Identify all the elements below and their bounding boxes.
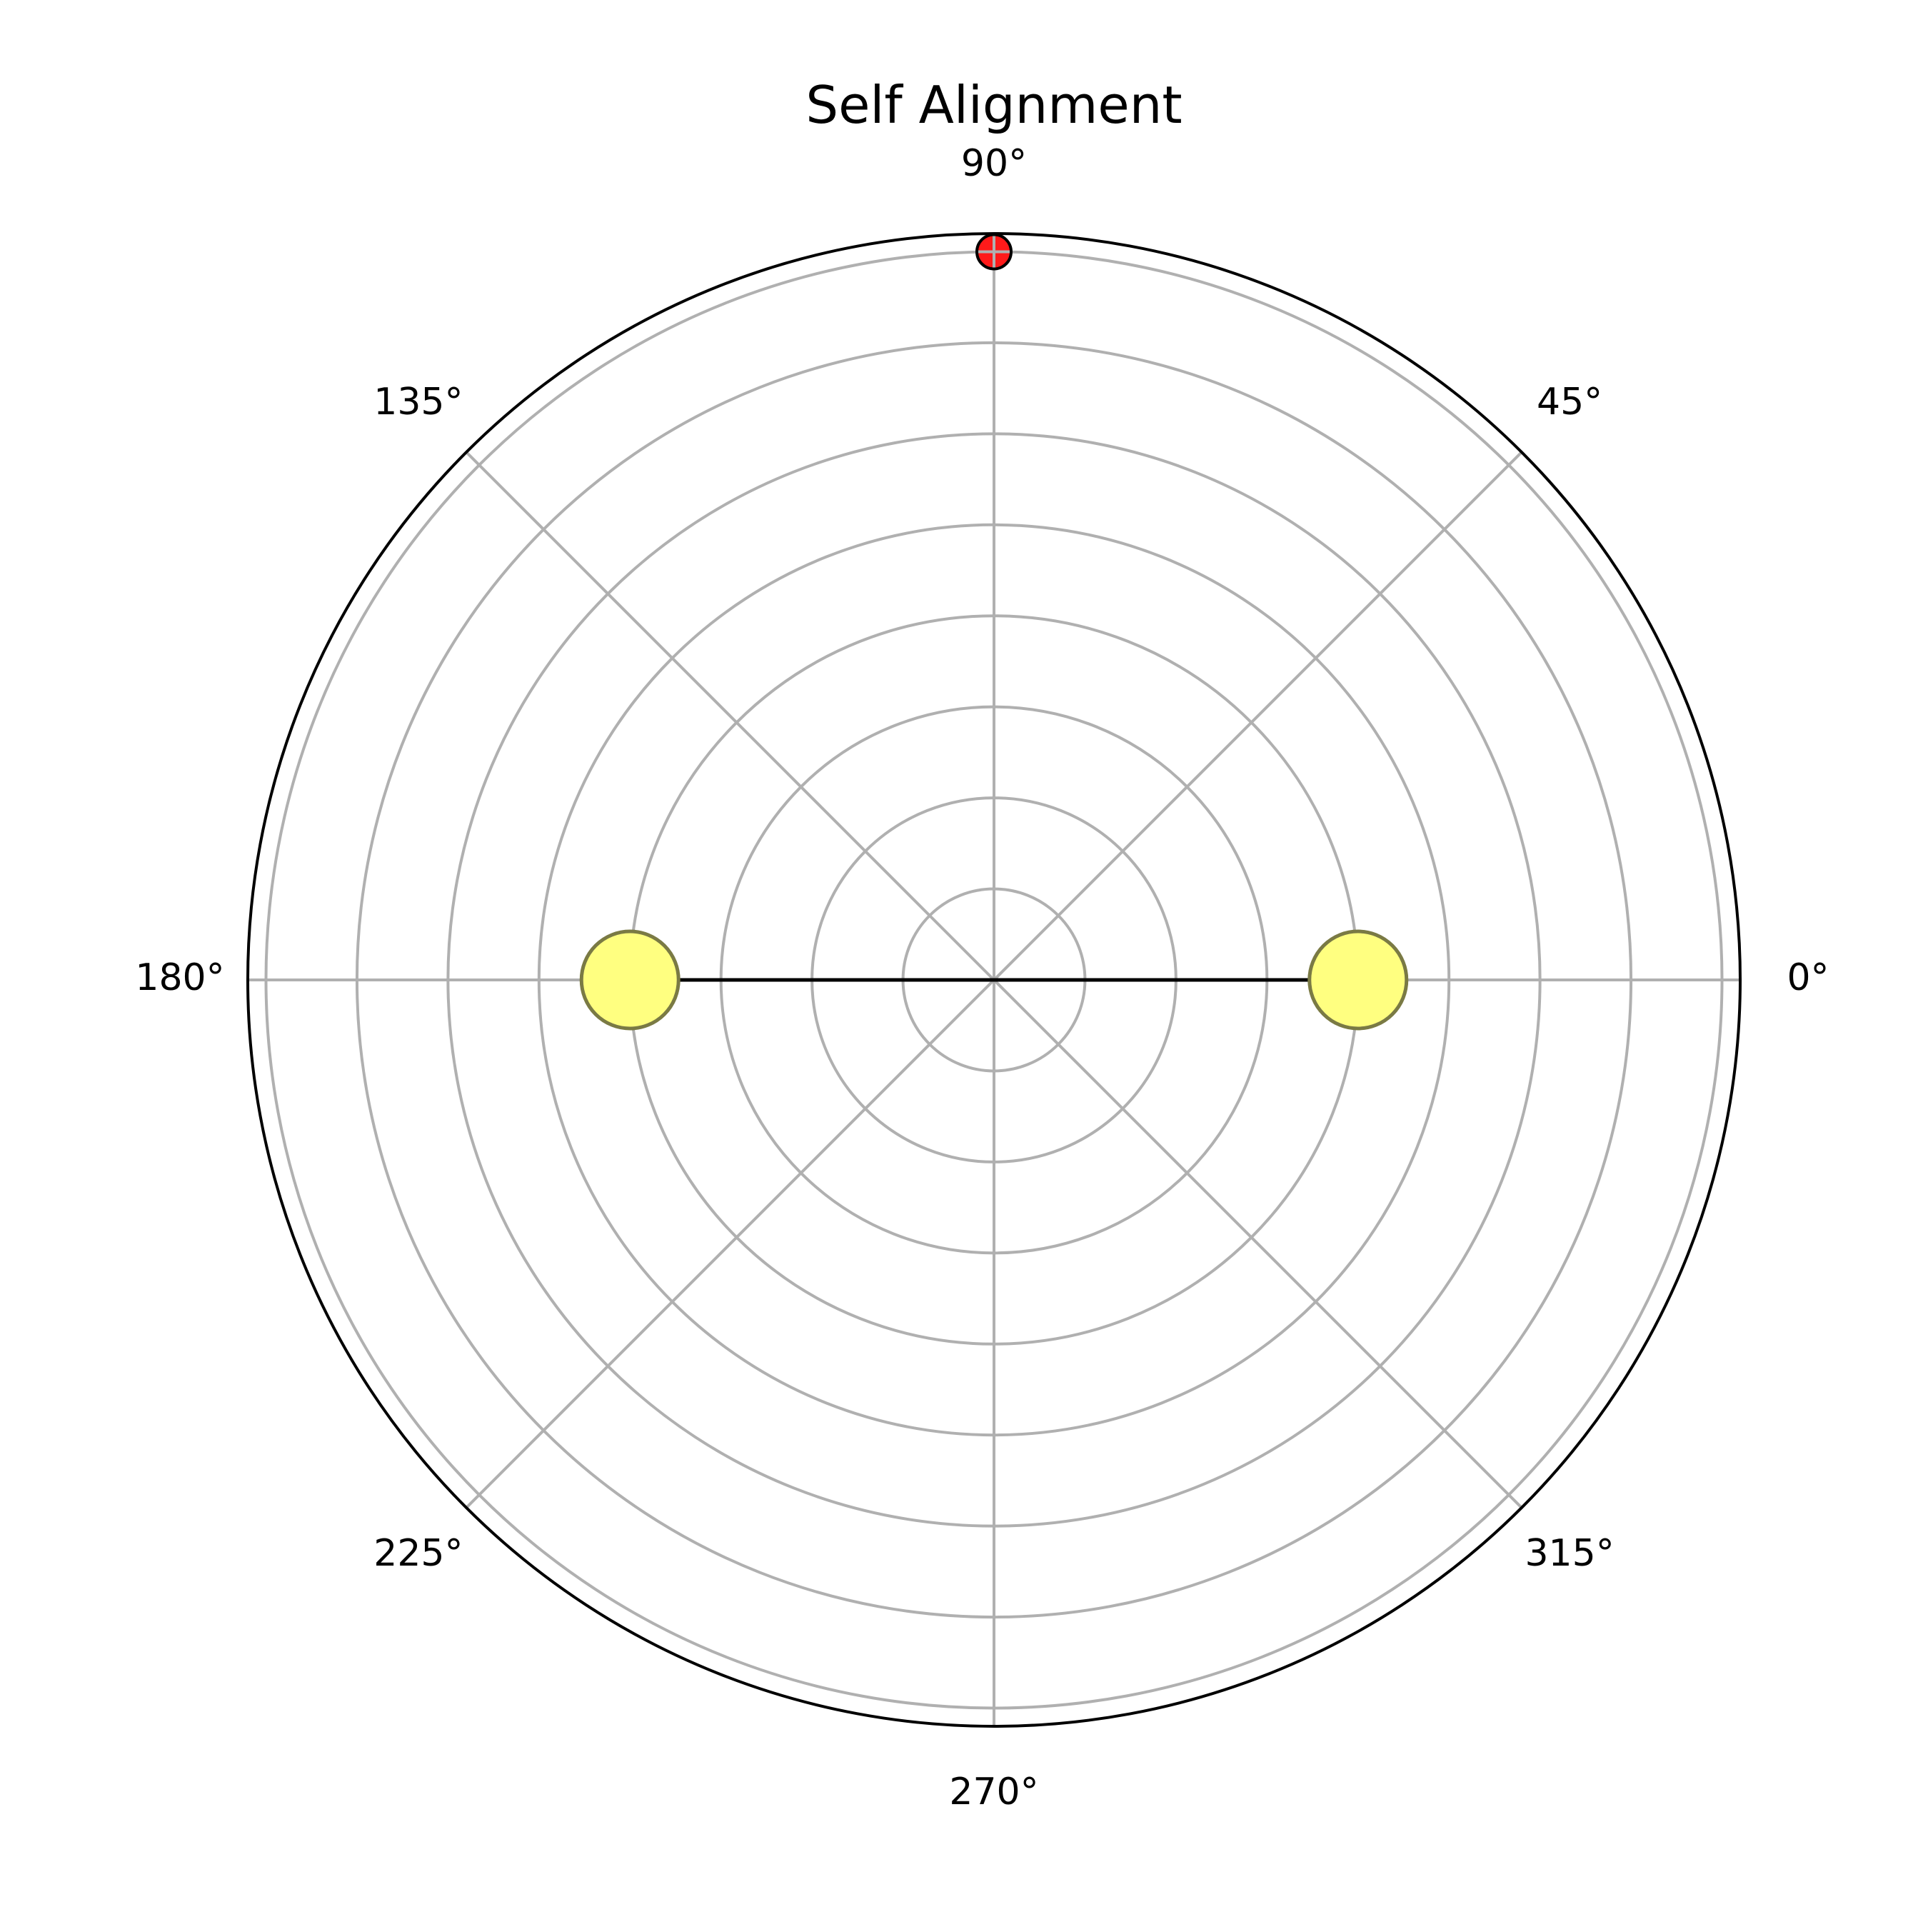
angle-tick-label-315: 315° [1525, 1532, 1614, 1575]
data-layer [579, 233, 1409, 1031]
angle-tick-label-45: 45° [1537, 381, 1602, 424]
tick-label-layer: 0° 45° 90° 135° 180° 225° 270° 315° [135, 142, 1829, 1813]
angle-tick-label-225: 225° [373, 1532, 463, 1575]
angular-gridline-135 [465, 451, 995, 981]
angle-tick-label-270: 270° [949, 1771, 1038, 1813]
angular-gridline-45 [993, 451, 1523, 981]
angle-tick-label-180: 180° [135, 956, 224, 999]
angular-gridline-315 [993, 978, 1523, 1509]
angle-tick-label-0: 0° [1787, 956, 1829, 999]
data-point-1 [579, 929, 681, 1031]
chart-title: Self Alignment [805, 75, 1182, 135]
data-point-0 [1307, 929, 1409, 1031]
angular-gridline-225 [465, 978, 995, 1509]
angle-tick-label-90: 90° [961, 142, 1027, 185]
angle-tick-label-135: 135° [373, 381, 463, 424]
